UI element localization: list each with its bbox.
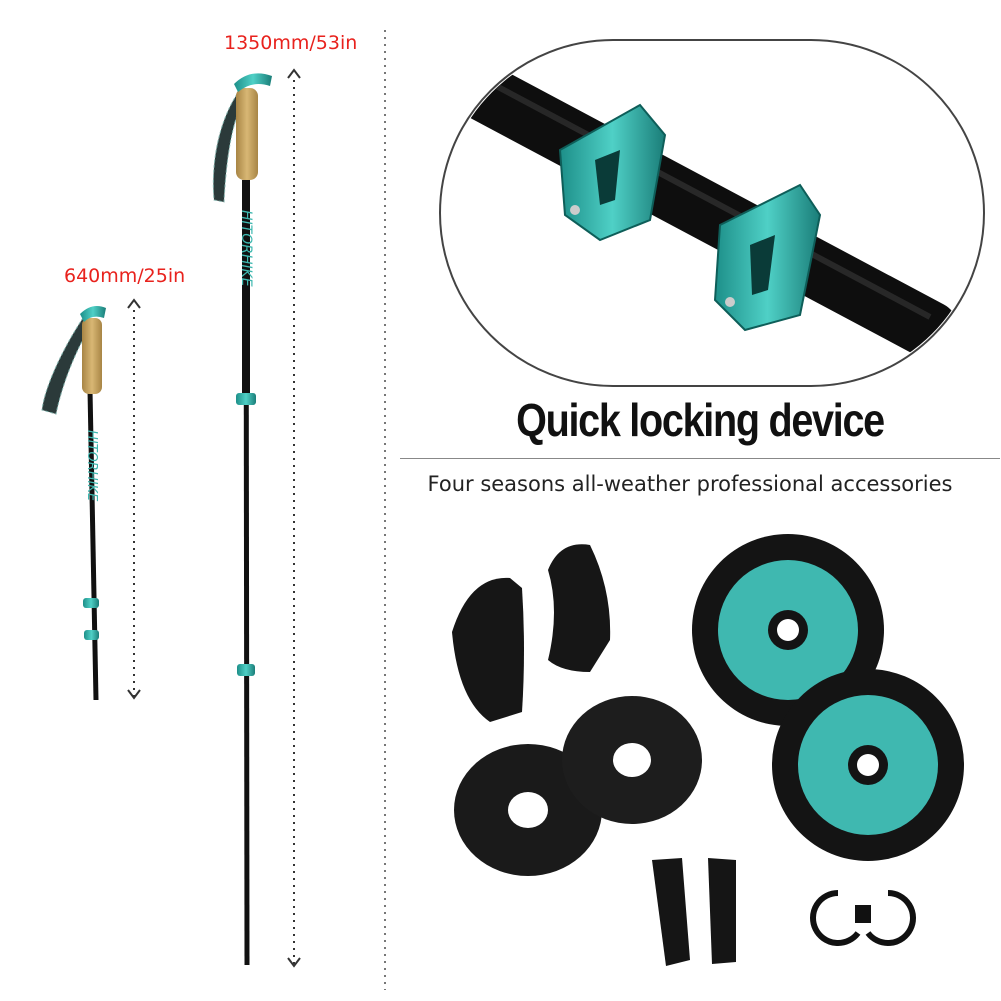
lock-closeup	[439, 39, 985, 387]
cork-grip	[236, 88, 258, 180]
headline-divider	[400, 458, 1000, 459]
lock-clamp-2	[237, 664, 255, 676]
collapsed-length-label: 640mm/25in	[64, 265, 186, 287]
extended-length-label: 1350mm/53in	[224, 32, 358, 54]
short-lock-clamp-2	[84, 630, 99, 640]
lock-clamp-1	[236, 393, 256, 405]
short-lock-clamp-1	[83, 598, 99, 608]
collapsed-pole: HITORHIKE	[41, 306, 106, 701]
short-cork-grip	[82, 318, 102, 394]
feature-subheadline: Four seasons all-weather professional ac…	[427, 472, 953, 496]
extended-length-arrow	[287, 68, 301, 968]
rubber-tips	[452, 544, 611, 722]
short-pole-brand-text: HITORHIKE	[84, 430, 99, 502]
extended-pole: HITORHIKE	[212, 73, 272, 966]
pole-brand-text: HITORHIKE	[238, 210, 254, 287]
small-tips	[652, 858, 736, 966]
mud-baskets	[454, 696, 702, 876]
snow-baskets	[692, 534, 964, 861]
short-wrist-strap	[41, 316, 89, 415]
collapsed-length-arrow	[127, 298, 141, 700]
feature-headline: Quick locking device	[516, 394, 885, 446]
spare-clamp	[810, 890, 916, 946]
